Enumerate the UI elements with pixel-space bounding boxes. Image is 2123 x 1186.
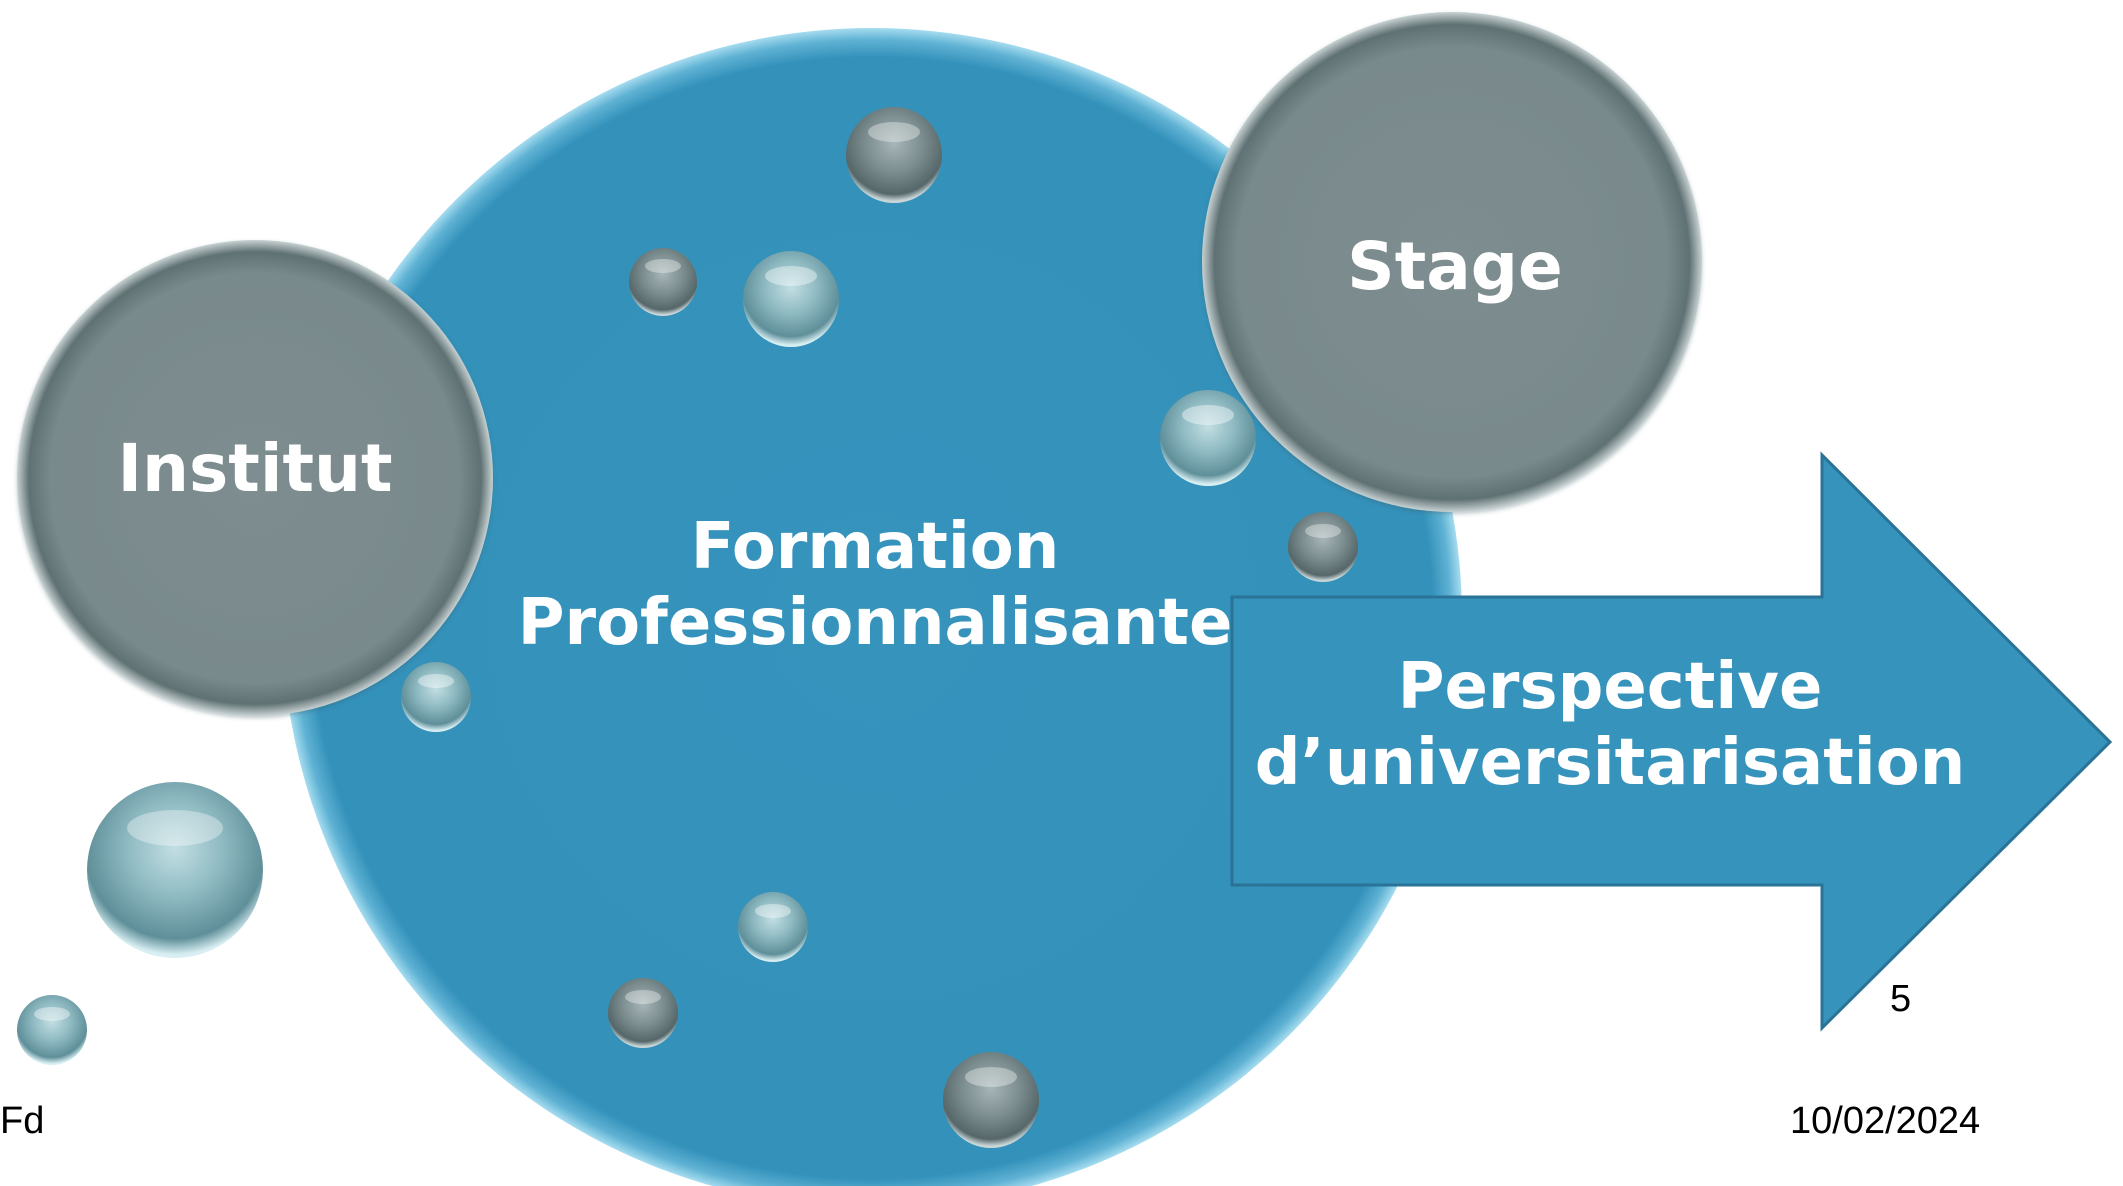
bubble-icon — [401, 662, 471, 732]
stage-label: Stage — [1347, 228, 1563, 305]
bubble-icon — [17, 995, 87, 1065]
stage-node — [1202, 12, 1702, 512]
central-circle — [282, 28, 1462, 1186]
bubble-icon — [943, 1052, 1039, 1148]
institut-label: Institut — [117, 430, 393, 507]
footer-date: 10/02/2024 — [1790, 1100, 1981, 1142]
footer-author: Fd — [0, 1100, 45, 1142]
central-label-line: Professionnalisante — [517, 585, 1233, 660]
bubble-icon — [1288, 512, 1358, 582]
arrow-label-line: Perspective — [1397, 650, 1823, 724]
bubble-icon — [87, 782, 263, 958]
institut-node — [17, 240, 493, 716]
arrow-label-line: d’universitarisation — [1254, 725, 1966, 800]
arrow-label: Perspective d’universitarisation — [1230, 650, 1990, 801]
decorative-bubbles — [17, 107, 1358, 1148]
slide-number: 5 — [1890, 978, 1912, 1020]
central-label-line: Formation — [690, 510, 1060, 584]
bubble-icon — [738, 892, 808, 962]
bubble-icon — [846, 107, 942, 203]
bubble-icon — [743, 251, 839, 347]
bubble-icon — [629, 248, 697, 316]
perspective-arrow — [1230, 451, 2113, 1032]
central-label: Formation Professionnalisante — [470, 510, 1280, 661]
bubble-icon — [1160, 390, 1256, 486]
bubble-icon — [608, 978, 678, 1048]
